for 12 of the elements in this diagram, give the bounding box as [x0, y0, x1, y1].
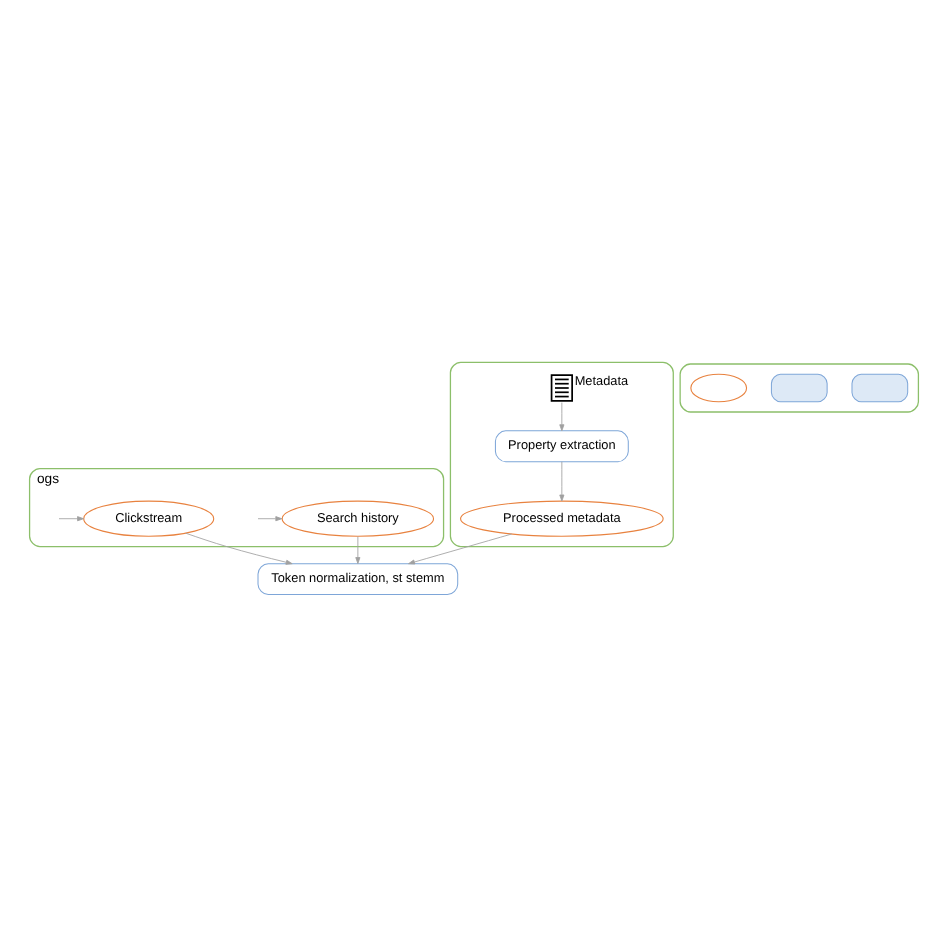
arrow: [58, 515, 84, 521]
cluster: [449, 360, 674, 547]
cluster: [679, 362, 920, 412]
node-ellipse: [690, 372, 748, 402]
node-box: [851, 372, 909, 402]
arrow: [559, 401, 565, 431]
arrow: [408, 532, 513, 564]
arrow: [559, 460, 565, 501]
arrow: [355, 535, 361, 563]
node-box: [770, 372, 828, 402]
arrow: [257, 515, 283, 521]
arrow: [185, 531, 293, 564]
